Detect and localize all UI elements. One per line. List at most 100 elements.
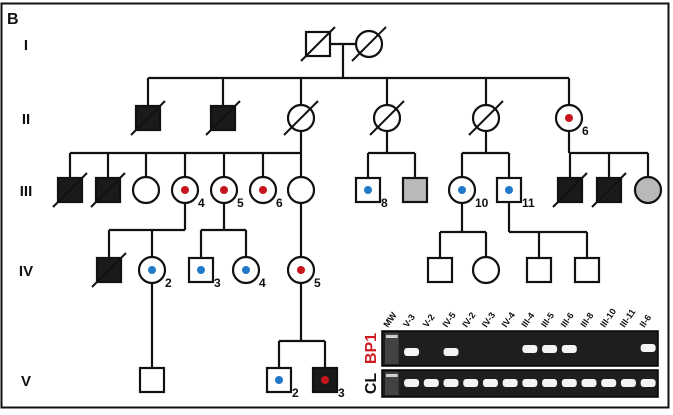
gel-band [463, 379, 479, 387]
gel-row-label: BP1 [363, 333, 380, 364]
individual-iii-7 [286, 175, 316, 205]
female-circle-icon [286, 175, 316, 205]
deceased-slash-icon [468, 100, 504, 136]
individual-iv-8 [525, 256, 553, 284]
gel-band [542, 345, 558, 353]
generation-label: II [22, 111, 30, 128]
red-carrier-dot-icon [297, 266, 305, 274]
gel-band [561, 379, 577, 387]
individual-iii-11: 11 [495, 176, 535, 210]
individual-iii-9 [401, 176, 429, 204]
gel-image [381, 369, 659, 398]
individual-iv-9 [573, 256, 601, 284]
individual-iv-6 [426, 256, 454, 284]
individual-iii-3 [131, 175, 161, 205]
gel-band [542, 379, 558, 387]
individual-iv-5: 5 [286, 255, 321, 290]
individual-iii-2 [90, 172, 126, 208]
individual-iii-12 [552, 172, 588, 208]
blue-carrier-dot-icon [148, 266, 156, 274]
individual-iii-8: 8 [354, 176, 388, 210]
individual-number-label: 4 [259, 276, 266, 290]
male-square-icon [525, 256, 553, 284]
generation-label: I [24, 37, 28, 54]
individual-ii-1 [130, 100, 166, 136]
individual-iv-3: 3 [187, 256, 221, 290]
gel-lane-label: IV-2 [460, 310, 477, 329]
gel-band [640, 344, 656, 352]
individual-number-label: 5 [314, 276, 321, 290]
gel-lane-label: V-3 [401, 312, 417, 329]
individual-iii-14 [633, 175, 663, 205]
individual-v-3: 3 [311, 366, 345, 400]
gel-lane-label: III-5 [539, 311, 556, 329]
individual-i-1 [300, 26, 336, 62]
male-square-icon [426, 256, 454, 284]
individual-iii-5: 5 [209, 175, 244, 210]
gel-row-cl: CL [363, 369, 659, 398]
individual-iv-1 [91, 252, 127, 288]
deceased-slash-icon [351, 26, 387, 62]
gel-band [482, 379, 498, 387]
gel-lane-label: III-8 [578, 311, 595, 329]
female-circle-icon [633, 175, 663, 205]
individual-number-label: 11 [522, 196, 535, 210]
panel-border [0, 2, 670, 409]
mw-ladder-band [386, 374, 398, 377]
individual-iv-7 [471, 255, 501, 285]
gel-band [522, 345, 538, 353]
gel-lane-label: III-4 [519, 311, 536, 329]
gel-image [381, 330, 659, 367]
individual-ii-5 [468, 100, 504, 136]
female-circle-icon [471, 255, 501, 285]
red-carrier-dot-icon [259, 186, 267, 194]
gel-band [404, 379, 420, 387]
gel-lane-label: III-11 [618, 307, 638, 329]
individual-number-label: 10 [475, 196, 489, 210]
individual-ii-4 [369, 100, 405, 136]
individual-iii-4: 4 [170, 175, 205, 210]
deceased-slash-icon [552, 172, 588, 208]
blue-carrier-dot-icon [364, 186, 372, 194]
deceased-slash-icon [205, 100, 241, 136]
gel-lane-label: III-10 [598, 307, 618, 330]
gel-lane-label: IV-4 [500, 310, 517, 329]
individual-i-2 [351, 26, 387, 62]
blue-carrier-dot-icon [197, 266, 205, 274]
individual-iii-13 [591, 172, 627, 208]
individual-number-label: 6 [276, 196, 283, 210]
generation-label: V [21, 373, 31, 390]
blue-carrier-dot-icon [242, 266, 250, 274]
gel-band [620, 379, 636, 387]
deceased-slash-icon [369, 100, 405, 136]
gel-lane-label: V-2 [421, 312, 437, 329]
individual-number-label: 5 [237, 196, 244, 210]
individual-number-label: 3 [338, 386, 345, 400]
individual-number-label: 6 [582, 124, 589, 138]
individual-iii-1 [52, 172, 88, 208]
red-carrier-dot-icon [220, 186, 228, 194]
individual-iii-10: 10 [447, 175, 489, 210]
individual-iii-6: 6 [248, 175, 283, 210]
gel-lane-label: II-6 [638, 313, 654, 329]
female-circle-icon [131, 175, 161, 205]
individual-v-2: 2 [265, 366, 299, 400]
mw-ladder-band [386, 335, 398, 338]
gel-lane-label: IV-3 [480, 310, 497, 329]
red-carrier-dot-icon [181, 186, 189, 194]
generation-label: III [20, 183, 33, 200]
deceased-slash-icon [52, 172, 88, 208]
male-square-icon [573, 256, 601, 284]
deceased-slash-icon [283, 100, 319, 136]
male-square-icon [401, 176, 429, 204]
deceased-slash-icon [90, 172, 126, 208]
gel-band [443, 348, 459, 356]
gel-band [502, 379, 518, 387]
gel-band [581, 379, 597, 387]
individual-number-label: 3 [214, 276, 221, 290]
gel-band [443, 379, 459, 387]
male-square-icon [495, 176, 523, 204]
gel-band [404, 348, 420, 356]
